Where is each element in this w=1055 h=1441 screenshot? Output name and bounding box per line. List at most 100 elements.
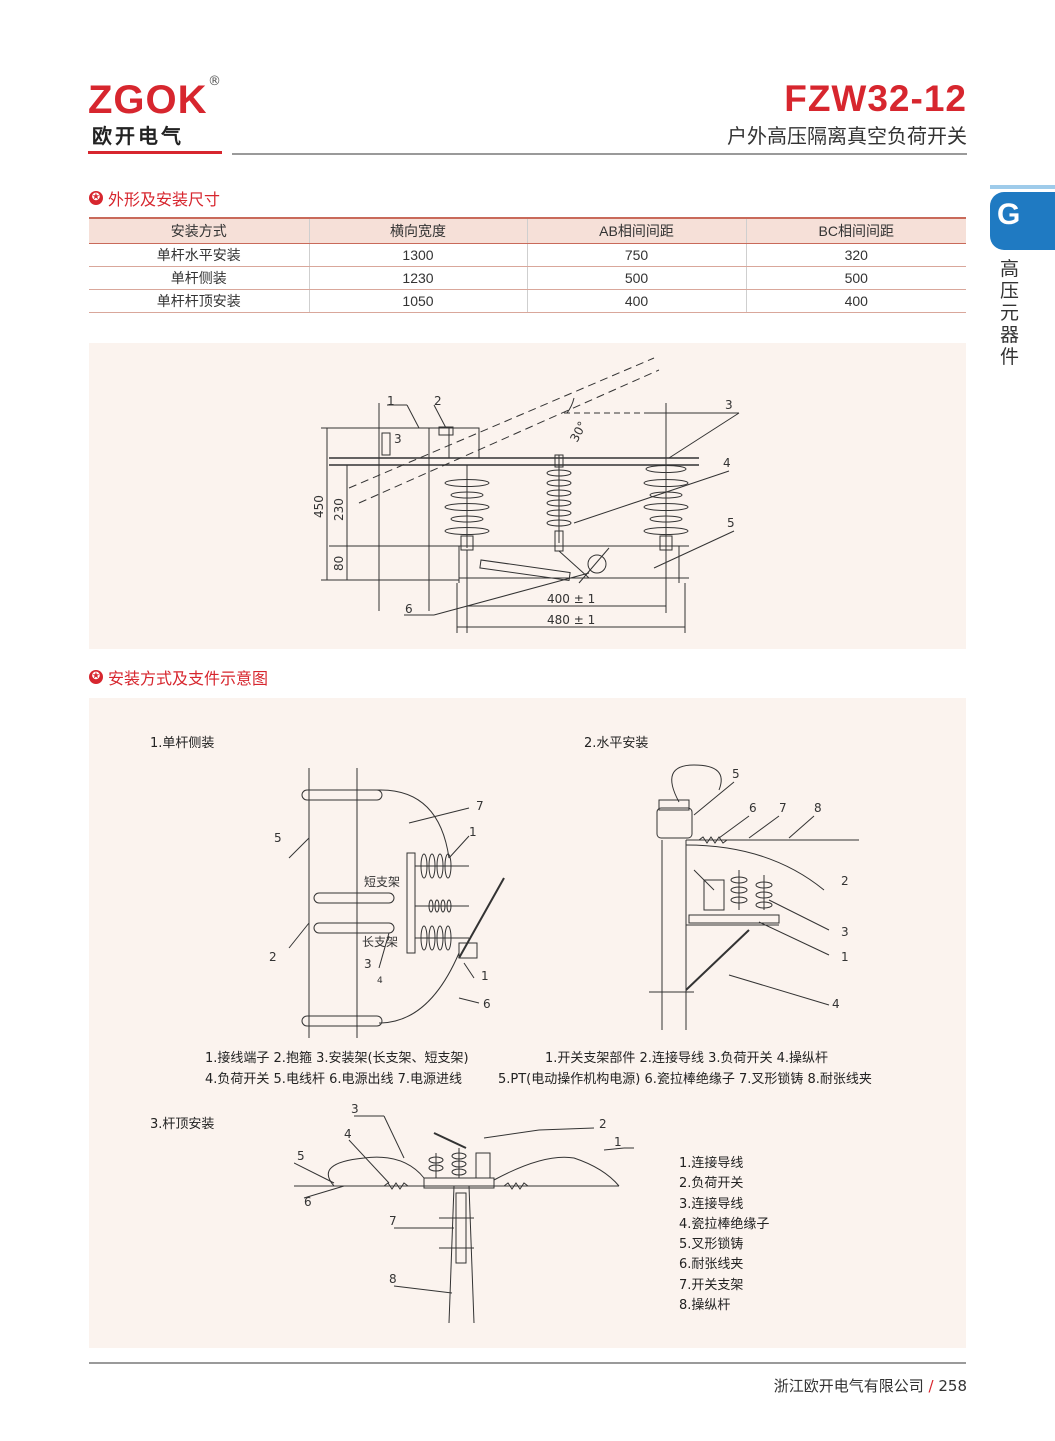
pole-line: [448, 1185, 455, 1323]
table-cell: 1050: [308, 289, 527, 313]
leader-line: [463, 962, 475, 979]
callout-3: 3: [841, 925, 849, 939]
table-cell: 单杆侧装: [89, 266, 309, 290]
section-title-dimensions: ✪ 外形及安装尺寸: [89, 186, 220, 210]
bracket: [406, 852, 416, 954]
insulator-switch: [428, 1153, 444, 1178]
section-title-text: 外形及安装尺寸: [108, 190, 221, 209]
leader-line: [603, 1147, 625, 1151]
insulator-switch-2: [451, 1148, 467, 1178]
hoop: [313, 922, 395, 934]
leader-line: [288, 922, 310, 949]
header-divider: [232, 153, 967, 155]
callout-4: 4: [344, 1127, 352, 1141]
terminal: [458, 942, 478, 959]
insulator-string: [698, 836, 728, 844]
legend-item: 7.开关支架: [679, 1277, 744, 1293]
callout-3: 3: [364, 957, 372, 971]
dim-480: 480 ± 1: [547, 613, 595, 627]
leader-line: [538, 1127, 595, 1131]
side-mount-title: 1.单杆侧装: [150, 736, 215, 751]
bracket: [455, 1192, 467, 1264]
table-cell: 单杆杆顶安装: [89, 289, 309, 313]
callout-1: 1: [387, 394, 395, 408]
table-header: 横向宽度: [308, 217, 527, 244]
section-bullet-icon: ✪: [89, 191, 103, 205]
leader-line: [788, 815, 815, 839]
operating-rod: [479, 559, 571, 582]
page-number: 258: [938, 1377, 967, 1395]
switch-box: [703, 879, 725, 911]
rod-joint: [587, 554, 607, 574]
callout-7: 7: [779, 801, 787, 815]
pt-unit: [656, 807, 693, 839]
leader-line: [303, 1185, 345, 1199]
footer-divider: [89, 1362, 966, 1364]
footer-company: 浙江欧开电气有限公司: [773, 1377, 924, 1395]
outline-drawing: 1 2 3 3 4 5 6 450 230 80 400 ± 1 480 ± 1…: [312, 357, 740, 633]
dash-line: [348, 357, 655, 489]
leader-line: [288, 837, 310, 859]
leader-line: [433, 572, 590, 616]
leader-line: [728, 974, 830, 1006]
insulator-bottom: [415, 925, 469, 951]
legend-item: 2.负荷开关: [679, 1176, 744, 1192]
callout-8: 8: [814, 801, 822, 815]
installation-drawing-panel: 1.单杆侧装 2.水平安装 3.杆顶安装: [89, 698, 966, 1348]
long-bracket-label: 长支架: [362, 935, 398, 949]
pt-cable: [671, 764, 722, 803]
outline-drawing-panel: 1 2 3 3 4 5 6 450 230 80 400 ± 1 480 ± 1…: [89, 343, 966, 649]
table-cell: 400: [526, 289, 746, 313]
table-cell: 320: [745, 243, 966, 267]
leader-line: [748, 815, 780, 839]
horizontal-mount-title: 2.水平安装: [584, 736, 649, 751]
callout-4: 4: [832, 997, 840, 1011]
callout-2: 2: [599, 1117, 607, 1131]
callout-2: 2: [841, 874, 849, 888]
legend-item: 5.叉形锁铸: [679, 1237, 744, 1253]
callout-7: 7: [476, 799, 484, 813]
side-mount-legend-2: 4.负荷开关 5.电线杆 6.电源出线 7.电源进线: [205, 1072, 463, 1087]
clamp: [381, 432, 391, 456]
rod-link: [578, 547, 610, 584]
leader-line: [668, 412, 740, 459]
callout-1: 1: [841, 950, 849, 964]
leader-line: [383, 1115, 405, 1159]
leader-line: [294, 1162, 335, 1184]
insulator-mid: [415, 899, 469, 913]
side-tab[interactable]: [990, 192, 1055, 250]
leader-line: [393, 1285, 453, 1294]
wire-in: [376, 789, 450, 859]
table-cell: 500: [526, 266, 746, 290]
dim-230: 230: [332, 498, 346, 521]
wire-left: [327, 1156, 425, 1187]
callout-5: 5: [732, 767, 740, 781]
angle-arc: [566, 397, 575, 414]
section-title-installation: ✪ 安装方式及支件示意图: [89, 665, 268, 689]
insulator-b: [546, 454, 572, 552]
section-title-text: 安装方式及支件示意图: [108, 669, 269, 688]
callout-4: 4: [377, 976, 383, 986]
top-mount-title: 3.杆顶安装: [150, 1117, 215, 1132]
callout-3: 3: [351, 1102, 359, 1116]
side-tab-band: [990, 185, 1055, 189]
dim-450: 450: [312, 495, 326, 518]
callout-6: 6: [405, 602, 413, 616]
side-tab-text: 高压元器件: [1000, 258, 1020, 368]
leader-line: [448, 835, 470, 859]
table-header: 安装方式: [89, 217, 309, 244]
callout-1: 1: [469, 825, 477, 839]
table-cell: 单杆水平安装: [89, 243, 309, 267]
callout-6: 6: [304, 1195, 312, 1209]
side-mount-drawing: 7 1 5 2 3 4 1 6 短支架 长支架: [269, 768, 505, 1038]
callout-1: 1: [614, 1135, 622, 1149]
section-bullet-icon: ✪: [89, 670, 103, 684]
leader-line: [406, 404, 420, 429]
table-row: 单杆水平安装 1300 750 320: [89, 243, 966, 267]
short-bracket-label: 短支架: [364, 875, 400, 889]
table-cell: 500: [745, 266, 966, 290]
legend-item: 6.耐张线夹: [679, 1257, 744, 1273]
leader-line: [483, 1129, 540, 1139]
callout-3: 3: [725, 398, 733, 412]
hoop: [301, 1015, 383, 1027]
